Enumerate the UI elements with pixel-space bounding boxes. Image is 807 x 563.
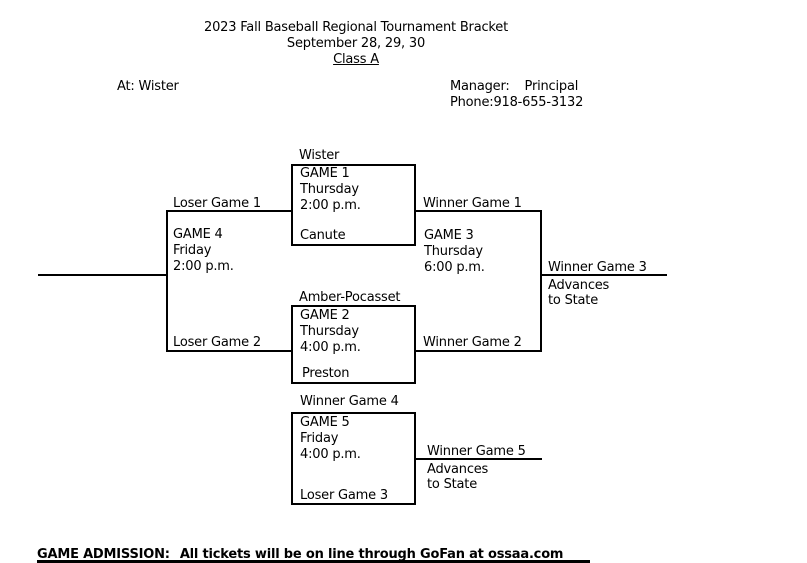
game2-info: GAME 2 Thursday 4:00 p.m. — [300, 308, 361, 356]
game3-info: GAME 3 Thursday 6:00 p.m. — [424, 228, 485, 276]
phone-label: Phone: — [450, 95, 494, 110]
game1-box — [291, 164, 416, 246]
class-label: Class A — [333, 52, 379, 67]
game4-bottom-line — [166, 350, 293, 352]
game5-advances-note: Advances to State — [427, 462, 488, 492]
game5-note-line2: to State — [427, 477, 477, 492]
location-label: At: Wister — [117, 79, 179, 94]
admission-line: GAME ADMISSION: All tickets will be on li… — [37, 547, 563, 563]
game4-top-feed: Loser Game 1 — [173, 196, 261, 211]
manager-line: Manager: Principal — [450, 79, 578, 95]
game3-note-line2: to State — [548, 293, 598, 308]
game3-top-line — [414, 210, 542, 212]
game2-box — [291, 305, 416, 384]
game4-label: GAME 4 — [173, 227, 223, 242]
game3-bottom-feed: Winner Game 2 — [423, 335, 522, 350]
game2-top-team: Amber-Pocasset — [299, 290, 401, 305]
game1-day: Thursday — [300, 182, 359, 197]
game5-winner-line — [414, 458, 542, 460]
game2-day: Thursday — [300, 324, 359, 339]
game1-label: GAME 1 — [300, 166, 350, 181]
game3-day: Thursday — [424, 244, 483, 259]
game3-note-line1: Advances — [548, 278, 610, 293]
manager-value: Principal — [524, 79, 579, 94]
game4-info: GAME 4 Friday 2:00 p.m. — [173, 227, 234, 275]
game4-top-line — [166, 210, 293, 212]
game1-bottom-team: Canute — [300, 228, 346, 243]
game3-winner-label: Winner Game 3 — [548, 260, 647, 275]
game5-info: GAME 5 Friday 4:00 p.m. — [300, 415, 361, 463]
game3-vertical-line — [540, 210, 542, 352]
admission-label: GAME ADMISSION: — [37, 547, 170, 562]
game5-day: Friday — [300, 431, 339, 446]
game1-info: GAME 1 Thursday 2:00 p.m. — [300, 166, 361, 214]
game4-day: Friday — [173, 243, 212, 258]
game4-time: 2:00 p.m. — [173, 259, 234, 274]
admission-text: All tickets will be on line through GoFa… — [179, 547, 564, 562]
game5-time: 4:00 p.m. — [300, 447, 361, 462]
game3-advances-note: Advances to State — [548, 278, 609, 308]
game3-label: GAME 3 — [424, 228, 474, 243]
game5-bottom-feed: Loser Game 3 — [300, 488, 388, 503]
admission-underline — [37, 560, 590, 563]
game4-winner-line — [38, 274, 168, 276]
page-header: 2023 Fall Baseball Regional Tournament B… — [56, 20, 656, 68]
game3-top-feed: Winner Game 1 — [423, 196, 522, 211]
game1-time: 2:00 p.m. — [300, 198, 361, 213]
game2-bottom-team: Preston — [302, 366, 350, 381]
page-dates: September 28, 29, 30 — [286, 36, 426, 51]
game1-top-team: Wister — [299, 148, 340, 163]
phone-value: 918-655-3132 — [493, 95, 584, 110]
game3-time: 6:00 p.m. — [424, 260, 485, 275]
game4-bottom-feed: Loser Game 2 — [173, 335, 261, 350]
game2-label: GAME 2 — [300, 308, 350, 323]
manager-label: Manager: — [450, 79, 510, 94]
game3-bottom-line — [414, 350, 542, 352]
phone-line: Phone:918-655-3132 — [450, 95, 583, 111]
game5-label: GAME 5 — [300, 415, 350, 430]
game3-winner-line — [540, 274, 667, 276]
game5-note-line1: Advances — [427, 462, 489, 477]
game2-time: 4:00 p.m. — [300, 340, 361, 355]
page-title: 2023 Fall Baseball Regional Tournament B… — [204, 20, 508, 35]
game5-top-feed: Winner Game 4 — [300, 394, 399, 409]
game5-winner-label: Winner Game 5 — [427, 444, 526, 459]
game4-vertical-line — [166, 210, 168, 352]
